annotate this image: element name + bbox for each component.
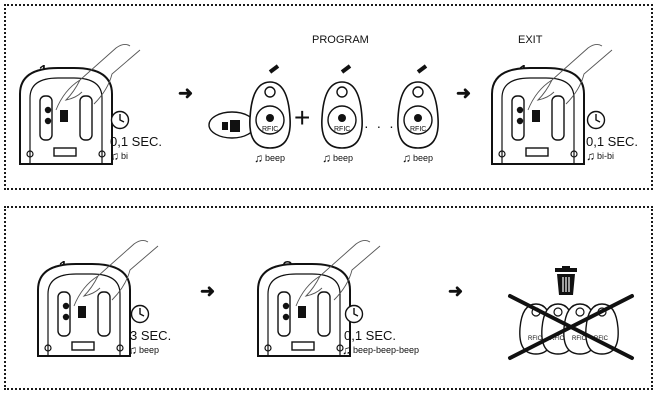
reader-device: [37, 263, 131, 357]
ellipsis: · · ·: [364, 118, 396, 134]
program-panel: [4, 4, 653, 190]
sound-label: beep: [265, 153, 286, 163]
tag-text: RFIC: [594, 336, 608, 342]
clock-icon: [130, 304, 150, 324]
pointing-hand-icon: [295, 239, 381, 307]
duration: 0,1 SEC.: [586, 134, 639, 149]
tag-text: RFIC: [334, 126, 351, 133]
duration: 0,1 SEC.: [110, 134, 163, 149]
reader-device: [19, 67, 113, 165]
right-arrow-icon: ➜: [200, 281, 216, 301]
music-note-icon: ♫: [402, 151, 411, 165]
clock-icon: [344, 304, 364, 324]
reader-device: [257, 263, 351, 357]
sound-label: beep: [413, 153, 434, 163]
tag-text: RFIC: [262, 126, 279, 133]
tag-text: RFIC: [572, 336, 586, 342]
exit-label: EXIT: [518, 34, 543, 46]
music-note-icon: ♫: [342, 343, 351, 357]
sound-label: beep: [333, 153, 354, 163]
program-label: PROGRAM: [312, 34, 369, 46]
clock-icon: [110, 110, 130, 130]
trash-icon: [555, 266, 577, 295]
music-note-icon: ♫: [254, 151, 263, 165]
music-note-icon: ♫: [586, 149, 595, 163]
pointing-hand-icon: [527, 43, 613, 111]
delete-panel: [4, 206, 653, 390]
rfid-tag: [249, 64, 291, 149]
music-note-icon: ♫: [128, 343, 137, 357]
tag-text: RFIC: [410, 126, 427, 133]
sound-label: bi-bi: [597, 151, 615, 161]
plus-sign: +: [294, 102, 311, 133]
tag-text: RFIC: [550, 336, 564, 342]
rfid-tag: [397, 64, 439, 149]
tag-text: RFIC: [528, 336, 542, 342]
right-arrow-icon: ➜: [178, 83, 194, 103]
duration: 3 SEC.: [130, 328, 172, 343]
pointing-hand-icon: [55, 43, 141, 111]
music-note-icon: ♫: [110, 149, 119, 163]
duration: 0,1 SEC.: [344, 328, 397, 343]
sound-label: bi: [121, 151, 129, 161]
right-arrow-icon: ➜: [456, 83, 472, 103]
reader-device: [491, 67, 585, 165]
card-icon: [208, 111, 256, 139]
sound-label: beep: [139, 345, 160, 355]
music-note-icon: ♫: [322, 151, 331, 165]
rfid-tag: [321, 64, 363, 149]
sound-label: beep-beep-beep: [353, 345, 420, 355]
clock-icon: [586, 110, 606, 130]
pointing-hand-icon: [73, 239, 159, 307]
cross-out-icon: [508, 294, 634, 360]
right-arrow-icon: ➜: [448, 281, 464, 301]
